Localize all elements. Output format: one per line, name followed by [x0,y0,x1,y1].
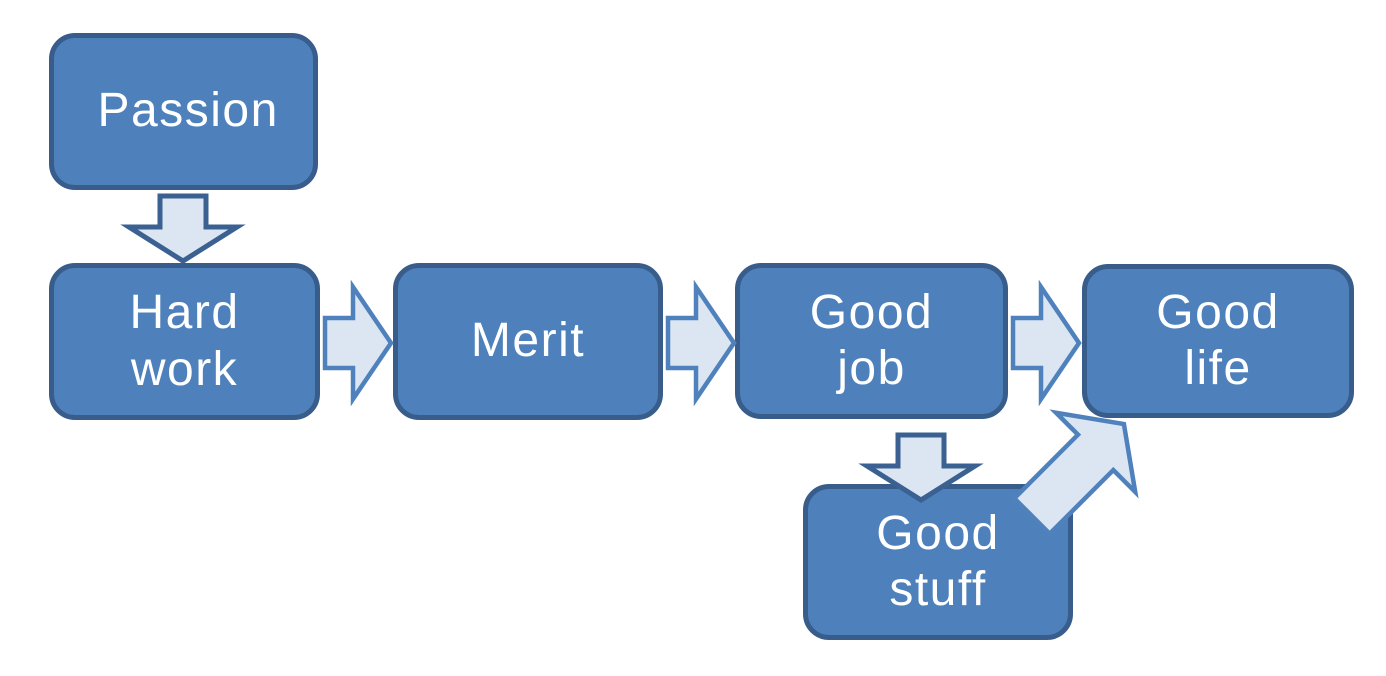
arrow-merit-to-good-job-icon [665,279,737,407]
node-merit: Merit [393,263,663,420]
arrow-good-job-to-good-life-icon [1010,279,1082,407]
node-hard-work: Hard work [49,263,320,420]
node-good-life: Good life [1082,264,1354,418]
node-passion: Passion [49,33,318,190]
node-good-job-label: Good job [809,285,934,395]
node-hard-work-label: Hard work [129,286,240,396]
arrow-passion-to-hard-work-icon [120,193,246,264]
node-passion-label: Passion [97,84,279,138]
node-good-stuff-label: Good stuff [876,506,1000,616]
node-good-stuff: Good stuff [803,484,1073,640]
node-merit-label: Merit [470,314,586,368]
node-good-life-label: Good life [1156,285,1280,395]
node-good-job: Good job [735,263,1008,419]
arrow-hard-work-to-merit-icon [322,279,394,407]
